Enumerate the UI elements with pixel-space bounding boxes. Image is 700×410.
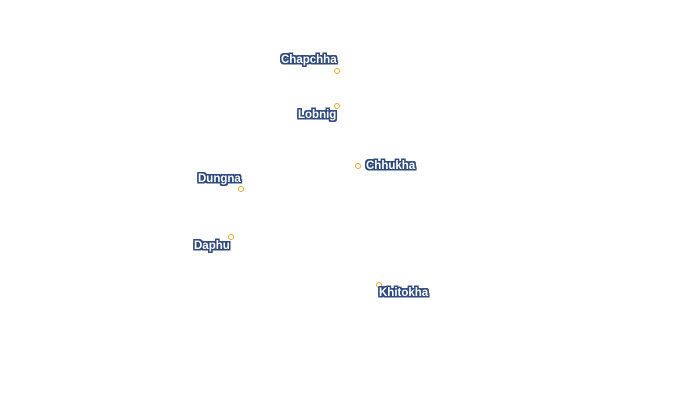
place-label-chapchha: Chapchha bbox=[281, 54, 337, 66]
place-marker-dungna[interactable] bbox=[238, 186, 244, 192]
place-label-khitokha: Khitokha bbox=[379, 287, 429, 299]
place-label-lobnig: Lobnig bbox=[298, 109, 337, 121]
place-label-chhukha: Chhukha bbox=[366, 160, 416, 172]
place-marker-daphu[interactable] bbox=[228, 234, 234, 240]
place-marker-chapchha[interactable] bbox=[334, 68, 340, 74]
place-marker-lobnig[interactable] bbox=[334, 103, 340, 109]
place-label-dungna: Dungna bbox=[198, 173, 241, 185]
place-label-daphu: Daphu bbox=[194, 240, 230, 252]
place-marker-khitokha[interactable] bbox=[376, 282, 382, 288]
place-marker-chhukha[interactable] bbox=[355, 163, 361, 169]
